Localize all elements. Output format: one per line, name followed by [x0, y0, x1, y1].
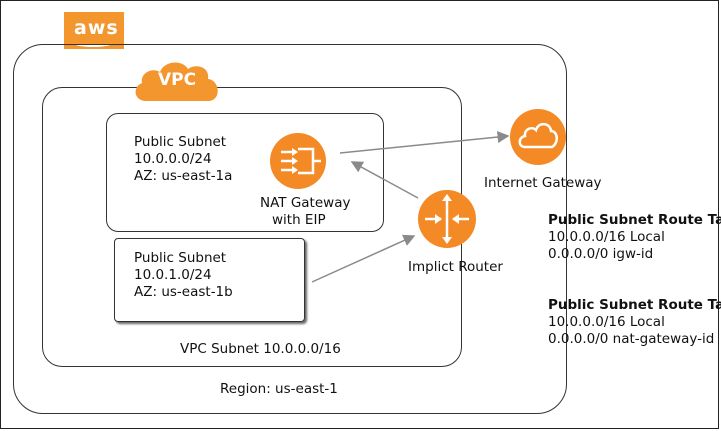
route-table-1-row-1: 10.0.0.0/16 Local [548, 229, 665, 245]
public-subnet-b [114, 238, 305, 322]
router-to-nat-arrow [350, 161, 419, 199]
nat-gateway-label-line2: with EIP [272, 212, 326, 228]
route-table-2-title: Public Subnet Route Table [548, 297, 721, 313]
vpc-label: VPC [157, 70, 197, 90]
subnet-a-cidr: 10.0.0.0/24 [134, 151, 212, 167]
router-icon [418, 190, 476, 248]
region-boundary [13, 44, 567, 414]
route-table-2-row-2: 0.0.0.0/0 nat-gateway-id [548, 331, 715, 347]
nat-gateway-icon [270, 133, 326, 189]
subnet-b-cidr: 10.0.1.0/24 [134, 267, 212, 283]
vpc-subnet-label: VPC Subnet 10.0.0.0/16 [180, 341, 341, 357]
nat-to-igw-arrow [339, 131, 510, 154]
aws-logo-text: aws [74, 17, 119, 39]
route-table-1-row-2: 0.0.0.0/0 igw-id [548, 246, 654, 262]
route-table-2-row-1: 10.0.0.0/16 Local [548, 314, 665, 330]
public-subnet-a [106, 113, 384, 232]
route-table-1-title: Public Subnet Route Table [548, 212, 721, 228]
cloud-icon [518, 122, 558, 149]
subnet-b-to-router-arrow [311, 234, 416, 283]
aws-logo: aws [64, 12, 124, 49]
internet-gateway-label: Internet Gateway [484, 175, 602, 191]
region-label: Region: us-east-1 [220, 381, 338, 397]
subnet-a-title: Public Subnet [134, 134, 227, 150]
subnet-a-az: AZ: us-east-1a [134, 168, 233, 184]
internet-gateway-icon [510, 109, 566, 165]
nat-gateway-label-line1: NAT Gateway [260, 195, 351, 211]
vpc-badge: VPC [130, 57, 224, 103]
subnet-b-az: AZ: us-east-1b [134, 284, 233, 300]
router-label: Implict Router [408, 259, 503, 275]
subnet-b-title: Public Subnet [134, 250, 227, 266]
vpc-cloud-icon [135, 62, 218, 101]
aws-smile-icon [74, 40, 112, 47]
